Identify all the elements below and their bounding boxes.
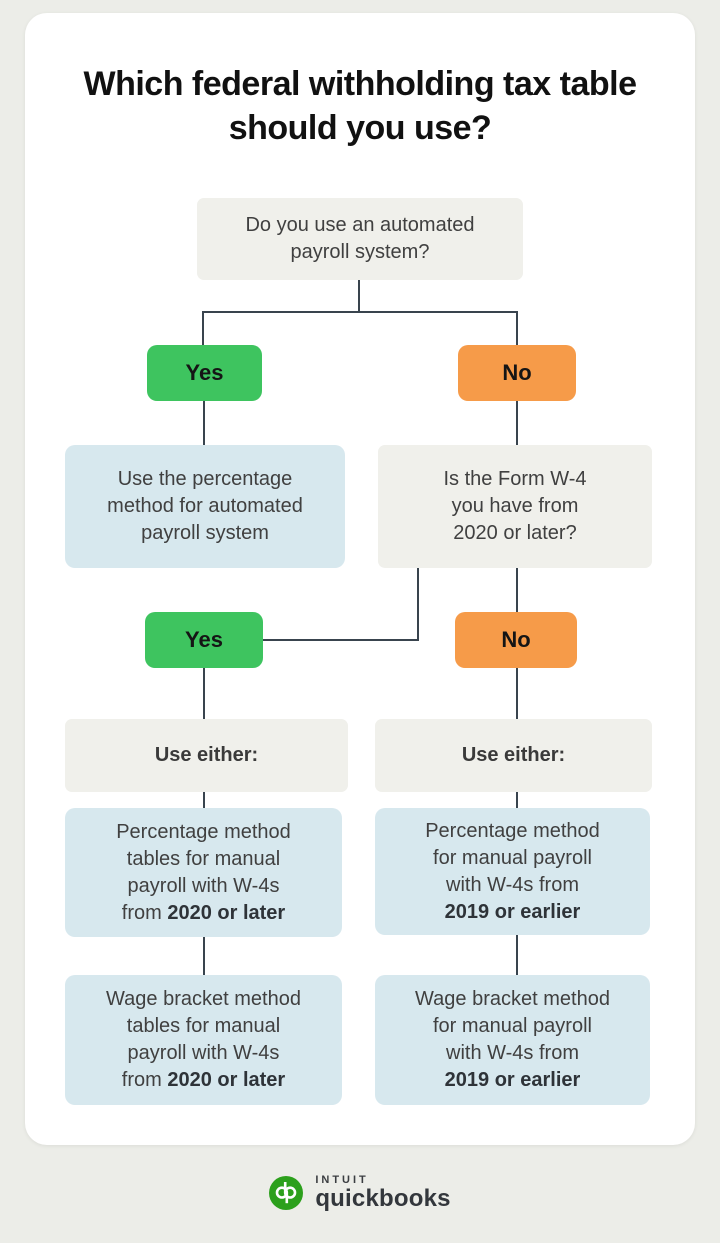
result-line-bold: 2019 or earlier [444,1069,581,1091]
connector-yes1-down [203,401,205,445]
result-line: tables for manual [126,847,281,870]
connector-yes2-down [203,668,205,719]
result-line: Wage bracket method [106,988,301,1010]
result-automated-percentage-text: Use the percentage method for automated … [107,466,303,547]
result-line: payroll with W-4s [127,1042,280,1064]
connector-no1-down [516,401,518,445]
result-percentage-2019: Percentage method for manual payroll wit… [375,808,650,935]
result-line: with W-4s from [446,1042,579,1064]
result-percentage-2020-text: Percentage method tables for manual payr… [116,819,291,927]
result-wage-bracket-2019: Wage bracket method for manual payroll w… [375,975,650,1105]
connector-elbow-to-yes2 [263,639,419,641]
footer-brand: INTUIT quickbooks [0,1174,720,1211]
brand-wordmark: INTUIT quickbooks [315,1174,450,1211]
connector-useeither-left-down [203,792,205,808]
result-line: Percentage method [425,819,600,842]
question-automated-payroll: Do you use an automated payroll system? [197,198,523,280]
result-line-bold: 2020 or later [167,1069,286,1091]
brand-quickbooks: quickbooks [315,1185,451,1212]
yes-badge-level2: Yes [145,612,263,668]
result-line: Use the percentage [117,468,293,490]
connector-to-no1 [516,311,518,345]
question-line: payroll system? [290,241,430,263]
result-line: for manual payroll [433,1015,592,1037]
connector-percentage-right-down [516,933,518,975]
result-line: with W-4s from [446,873,579,896]
yes-badge-level1: Yes [147,345,262,401]
result-wage-bracket-2020: Wage bracket method tables for manual pa… [65,975,342,1105]
question-line: Do you use an automated [245,214,475,236]
result-wage-bracket-2019-text: Wage bracket method for manual payroll w… [415,986,610,1094]
question-automated-payroll-text: Do you use an automated payroll system? [245,212,474,266]
brand-intuit: INTUIT [315,1174,369,1186]
result-line: 2019 or earlier [415,1067,610,1094]
question-line: Is the Form W-4 [443,468,587,490]
result-line: Percentage method [116,820,291,843]
no-badge-level2: No [455,612,577,668]
result-line: from 2020 or later [116,900,291,927]
result-line: payroll with W-4s [127,874,280,897]
question-w4-year-text: Is the Form W-4 you have from 2020 or la… [444,466,587,547]
page-title-text: Which federal withholding tax table shou… [83,65,637,147]
connector-no2-down [516,668,518,719]
result-line: payroll system [141,522,269,544]
connector-useeither-right-down [516,792,518,808]
question-line: 2020 or later? [453,522,577,544]
result-wage-bracket-2020-text: Wage bracket method tables for manual pa… [106,986,301,1094]
use-either-left: Use either: [65,719,348,792]
result-line-bold: 2020 or later [167,901,286,924]
result-percentage-2020: Percentage method tables for manual payr… [65,808,342,937]
result-automated-percentage: Use the percentage method for automated … [65,445,345,568]
connector-q2-to-no2 [516,568,518,612]
result-line-prefix: from [121,1069,168,1091]
result-line: method for automated [107,495,303,517]
result-line: from 2020 or later [106,1067,301,1094]
connector-to-yes1 [202,311,204,345]
result-percentage-2019-text: Percentage method for manual payroll wit… [425,818,600,926]
result-line-prefix: from [121,901,168,924]
question-w4-year: Is the Form W-4 you have from 2020 or la… [378,445,652,568]
result-line-bold: 2019 or earlier [444,900,581,923]
result-line: 2019 or earlier [425,899,600,926]
connector-level1-branch [202,311,518,313]
connector-q1-down [358,280,360,313]
page-title: Which federal withholding tax table shou… [60,62,660,150]
connector-percentage-left-down [203,936,205,975]
connector-q2-left-down [417,568,419,641]
result-line: tables for manual [126,1015,281,1037]
no-badge-level1: No [458,345,576,401]
quickbooks-logo-icon [269,1175,304,1210]
result-line: for manual payroll [433,846,592,869]
use-either-right: Use either: [375,719,652,792]
question-line: you have from [451,495,579,517]
result-line: Wage bracket method [415,988,610,1010]
